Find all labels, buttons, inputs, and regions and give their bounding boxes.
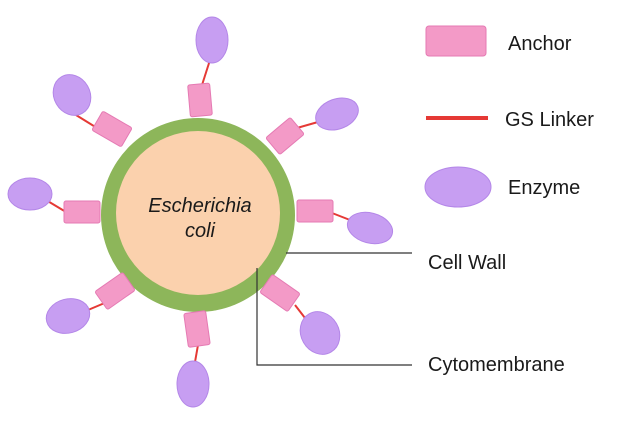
anchor-shape [92, 111, 132, 147]
enzyme-shape [299, 311, 341, 355]
enzyme-shape [7, 177, 53, 211]
anchor-shape [265, 117, 305, 155]
gs-linker [75, 114, 98, 129]
gs-linker [331, 212, 351, 221]
cell-name-line1: Escherichia [148, 195, 251, 217]
cytomembrane-label: Cytomembrane [428, 354, 565, 376]
enzyme-shape [346, 211, 394, 245]
anchor-shape [95, 272, 135, 310]
anchor-shape [187, 82, 213, 118]
anchor-legend-swatch [425, 25, 487, 57]
cytoplasm [116, 131, 280, 295]
enzyme-legend-label: Enzyme [508, 177, 580, 199]
enzyme-shape [52, 74, 92, 116]
gs-linker [201, 59, 211, 86]
enzyme-shape [45, 298, 91, 334]
anchor-legend-label: Anchor [508, 33, 572, 55]
enzyme-legend-swatch [424, 166, 492, 208]
cell-wall-label: Cell Wall [428, 252, 506, 274]
anchor-shape [63, 200, 101, 224]
gs-linker [194, 344, 199, 363]
enzymes [7, 16, 394, 408]
legend: Anchor GS Linker Enzyme [424, 25, 594, 208]
leader-lines [256, 252, 412, 366]
anchor-shape [183, 310, 211, 348]
anchor-shape [260, 274, 300, 312]
enzyme-shape [195, 16, 229, 64]
gs-linker [294, 304, 306, 319]
legend-item-linker: GS Linker [426, 109, 594, 131]
anchors [63, 82, 334, 348]
linker-legend-label: GS Linker [505, 109, 594, 131]
anchor-shape [296, 199, 334, 223]
legend-item-enzyme: Enzyme [424, 166, 580, 208]
enzyme-shape [315, 97, 359, 131]
cell-name-line2: coli [185, 220, 216, 242]
gs-linker [296, 121, 319, 129]
enzyme-shape [176, 360, 210, 408]
cytomembrane-leader-line [256, 268, 412, 366]
legend-item-anchor: Anchor [425, 25, 572, 57]
